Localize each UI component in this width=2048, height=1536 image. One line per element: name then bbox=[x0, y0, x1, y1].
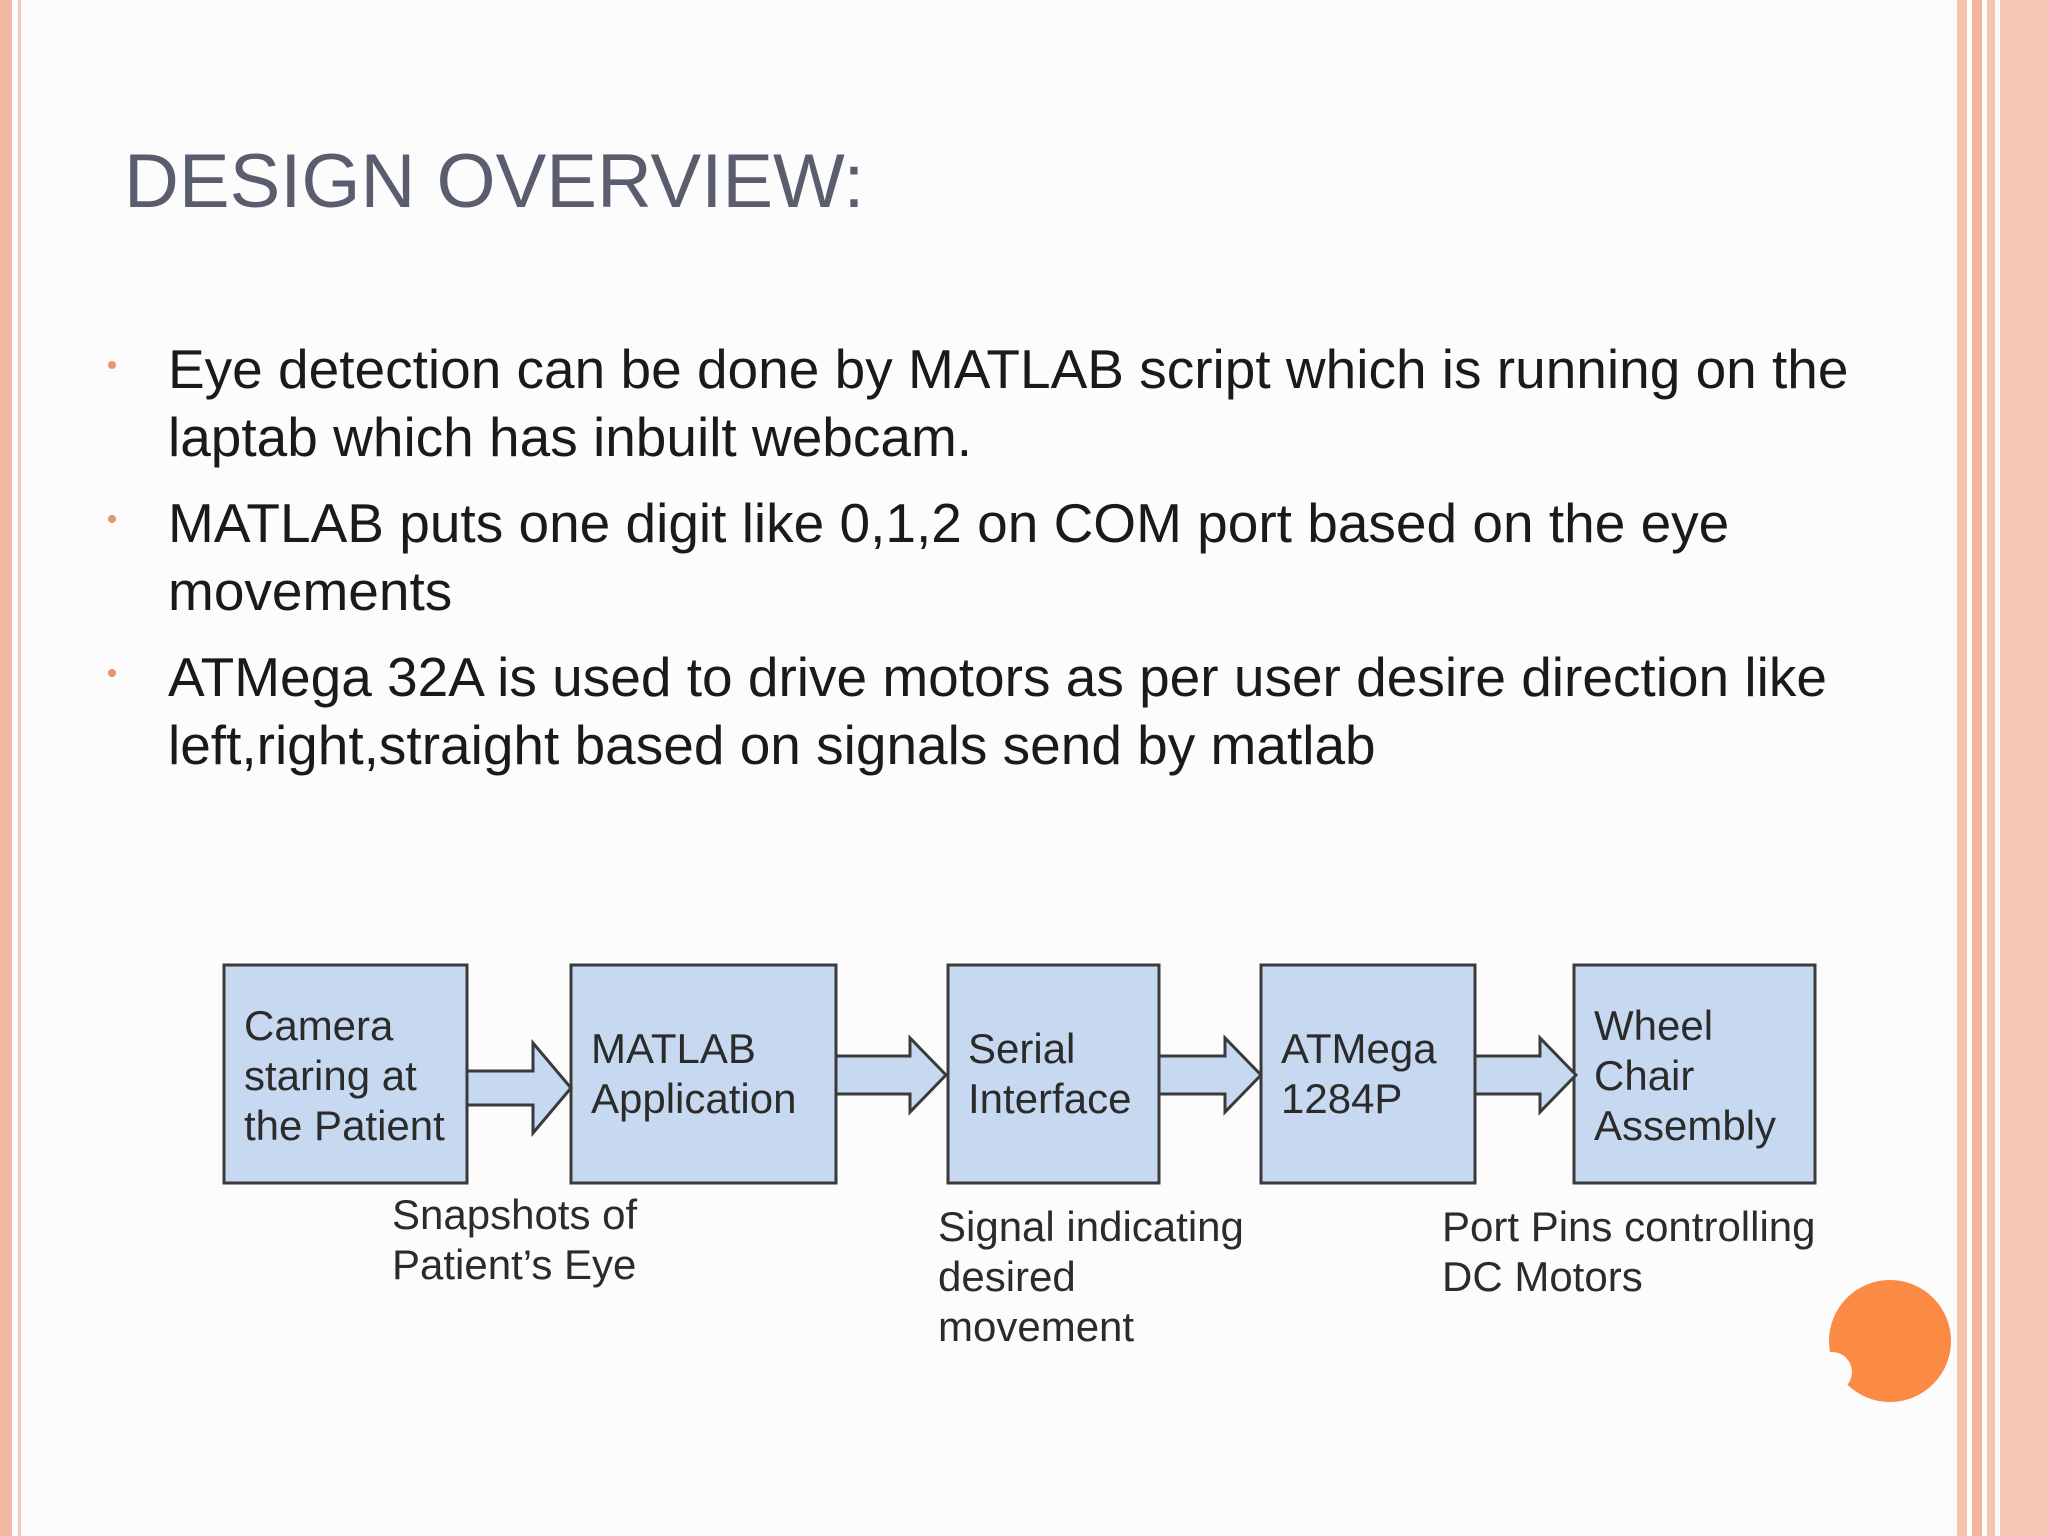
right-border-stripe-3 bbox=[1987, 0, 1995, 1536]
caption-line: movement bbox=[938, 1303, 1134, 1350]
box-text-line: staring at bbox=[244, 1052, 417, 1099]
bullet-item: Eye detection can be done by MATLAB scri… bbox=[100, 335, 1930, 471]
right-border-stripe-2 bbox=[1972, 0, 1982, 1536]
caption-line: Signal indicating bbox=[938, 1203, 1244, 1250]
box-text-line: Assembly bbox=[1594, 1102, 1776, 1149]
caption-line: DC Motors bbox=[1442, 1253, 1643, 1300]
bullet-dot-icon bbox=[108, 515, 116, 523]
box-text-line: ATMega bbox=[1281, 1025, 1437, 1072]
bullet-list: Eye detection can be done by MATLAB scri… bbox=[100, 335, 1930, 797]
right-border-stripe-1 bbox=[1957, 0, 1967, 1536]
bullet-dot-icon bbox=[108, 669, 116, 677]
arrow-right-icon bbox=[1157, 1034, 1264, 1116]
bullet-text: MATLAB puts one digit like 0,1,2 on COM … bbox=[168, 492, 1730, 622]
left-border-line bbox=[18, 0, 21, 1536]
decorative-circle-notch bbox=[1812, 1352, 1852, 1392]
box-text-line: Interface bbox=[968, 1075, 1131, 1122]
bullet-item: ATMega 32A is used to drive motors as pe… bbox=[100, 643, 1930, 779]
box-text-line: Serial bbox=[968, 1025, 1075, 1072]
box-text-line: Camera bbox=[244, 1002, 394, 1049]
box-text-line: Chair bbox=[1594, 1052, 1694, 1099]
bullet-item: MATLAB puts one digit like 0,1,2 on COM … bbox=[100, 489, 1930, 625]
box-text-line: the Patient bbox=[244, 1102, 445, 1149]
box-text-line: 1284P bbox=[1281, 1075, 1402, 1122]
arrow-right-icon bbox=[1473, 1034, 1579, 1116]
bullet-text: ATMega 32A is used to drive motors as pe… bbox=[168, 646, 1827, 776]
caption-line: Port Pins controlling bbox=[1442, 1203, 1816, 1250]
caption-line: desired bbox=[938, 1253, 1076, 1300]
caption-line: Patient’s Eye bbox=[392, 1241, 636, 1288]
box-text-line: MATLAB bbox=[591, 1025, 756, 1072]
right-border-stripe-4 bbox=[2000, 0, 2048, 1536]
caption-line: Snapshots of bbox=[392, 1191, 638, 1238]
box-text-line: Application bbox=[591, 1075, 796, 1122]
slide-title: DESIGN OVERVIEW: bbox=[124, 139, 865, 224]
arrow-right-icon bbox=[834, 1034, 949, 1116]
bullet-text: Eye detection can be done by MATLAB scri… bbox=[168, 338, 1849, 468]
bullet-dot-icon bbox=[108, 361, 116, 369]
box-text-line: Wheel bbox=[1594, 1002, 1713, 1049]
left-border-stripe bbox=[0, 0, 12, 1536]
arrow-right-icon bbox=[465, 1038, 573, 1138]
